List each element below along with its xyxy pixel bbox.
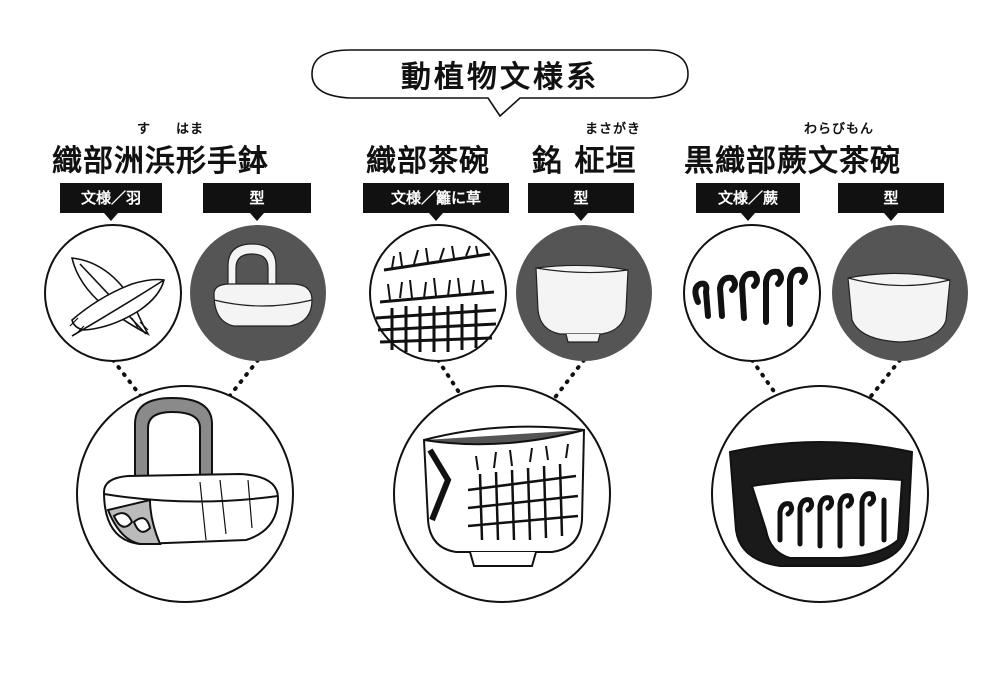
pattern-circle-fence-grass <box>369 224 507 362</box>
bowl-circle-masagaki <box>393 385 611 603</box>
connector-pattern-3 <box>750 358 782 402</box>
bowl-circle-suhama <box>76 385 294 603</box>
connector-pattern-2 <box>436 358 466 402</box>
shape-tag-1: 型 <box>203 183 311 221</box>
ruby-masagaki: まさがき <box>585 122 642 137</box>
connector-shape-2 <box>551 358 586 402</box>
shape-circle-chawan <box>516 225 652 361</box>
pattern-circle-bracken <box>683 224 821 362</box>
connector-shape-3 <box>866 358 902 402</box>
header-title: 動植物文様系 <box>401 60 599 95</box>
bracken-icon <box>692 266 808 327</box>
item-title-kuro-oribe: 黒織部蕨文茶碗 <box>684 144 901 179</box>
item-title-suhama-bowl: 織部洲浜形手鉢 <box>52 144 269 179</box>
shape-tag-3: 型 <box>838 183 944 221</box>
shape-tag-2: 型 <box>528 183 634 221</box>
pattern-tag-bracken: 文様／蕨 <box>696 183 800 221</box>
item-title-mei-masagaki: 銘 柾垣 <box>532 144 637 179</box>
connector-shape-1 <box>226 358 260 400</box>
ruby-su: す <box>137 122 152 137</box>
fence-grass-icon <box>375 245 497 352</box>
pattern-circle-feather <box>44 224 182 362</box>
ruby-hama: はま <box>176 122 205 137</box>
header-bubble: 動植物文様系 <box>310 44 690 120</box>
pattern-tag-fence-grass: 文様／籬に草 <box>363 183 509 221</box>
bowl-circle-warabimon <box>711 385 929 603</box>
shape-circle-shallow-chawan <box>832 225 968 361</box>
ruby-warabimon: わらびもん <box>804 122 875 137</box>
feather-icon <box>69 257 165 337</box>
item-title-oribe-chawan: 織部茶碗 <box>366 144 490 179</box>
shape-circle-handled-bowl <box>190 225 326 361</box>
pattern-tag-feather: 文様／羽 <box>60 183 162 221</box>
